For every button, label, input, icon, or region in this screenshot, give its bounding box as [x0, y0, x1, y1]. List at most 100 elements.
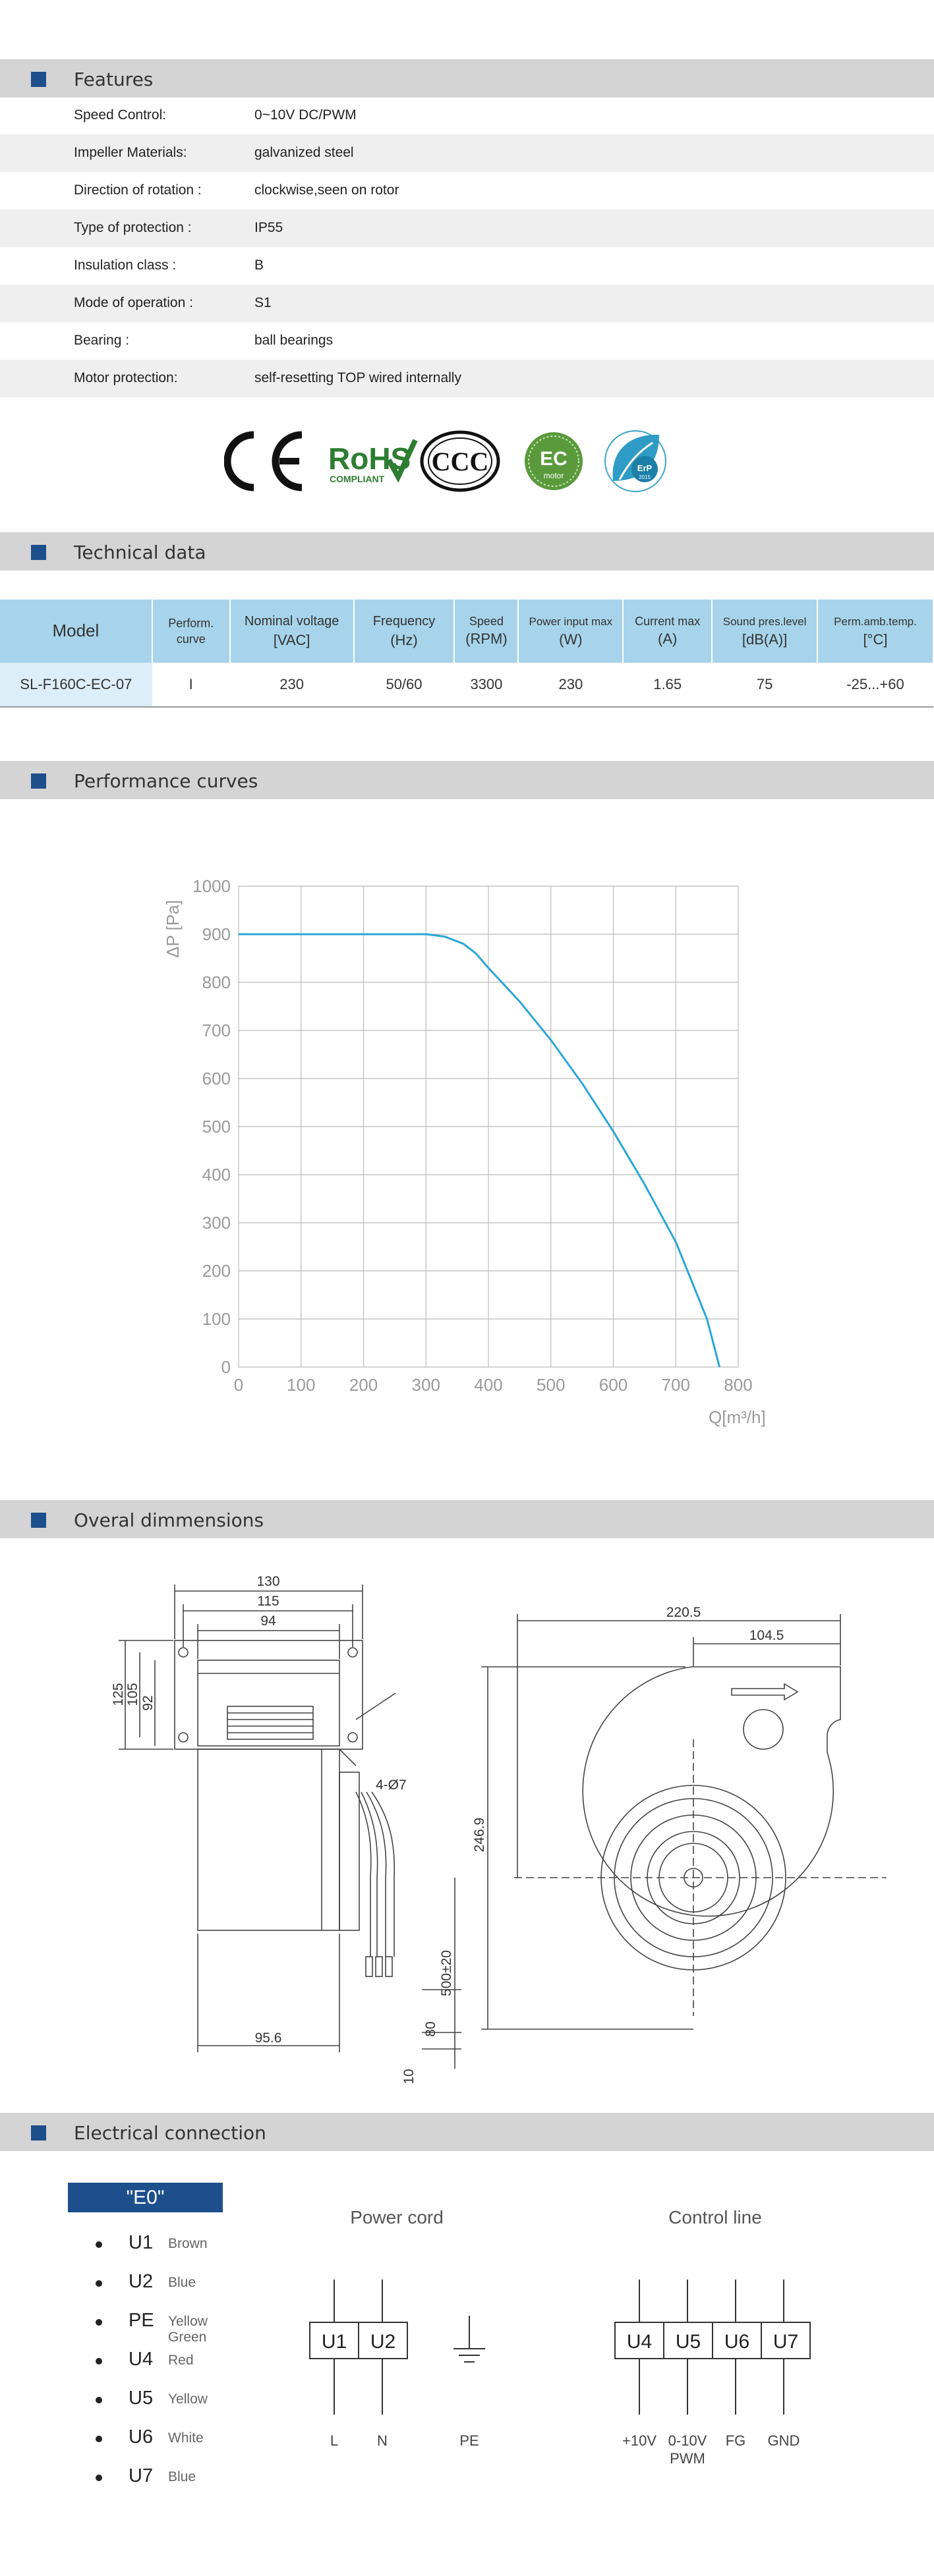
- svg-text:115: 115: [257, 1594, 279, 1609]
- table-header: Speed(RPM): [454, 600, 519, 663]
- chart-grid: [238, 885, 739, 1368]
- wire-label: PE: [459, 2432, 479, 2449]
- technical-header: Technical data: [0, 532, 934, 571]
- feature-key: Insulation class :: [74, 258, 177, 273]
- certification-logos: RoHS COMPLIANT CCC EC motor ErP 2015: [224, 430, 666, 492]
- x-tick-label: 700: [662, 1375, 690, 1395]
- table-cell: I: [152, 663, 230, 708]
- x-tick-label: 300: [412, 1375, 440, 1395]
- x-tick-label: 800: [724, 1375, 752, 1395]
- svg-text:COMPLIANT: COMPLIANT: [330, 474, 385, 484]
- y-tick-label: 600: [202, 1069, 231, 1088]
- svg-text:500±20: 500±20: [439, 1950, 454, 1996]
- svg-text:246.9: 246.9: [472, 1818, 487, 1853]
- feature-key: Direction of rotation :: [74, 182, 202, 198]
- table-cell: 230: [229, 663, 354, 708]
- y-tick-label: 300: [202, 1213, 231, 1233]
- y-tick-label: 800: [202, 972, 231, 992]
- x-tick-label: 200: [349, 1375, 378, 1395]
- y-tick-label: 700: [202, 1021, 231, 1040]
- terminal-label: U1: [322, 2331, 347, 2353]
- svg-text:CCC: CCC: [432, 447, 489, 476]
- section-marker: [31, 1513, 46, 1528]
- svg-text:104.5: 104.5: [749, 1628, 784, 1643]
- technical-data-table: Model Perform.curve Nominal voltage[VAC]…: [0, 600, 934, 708]
- wire-label: +10V: [622, 2432, 657, 2449]
- wire-label: PWM: [670, 2450, 705, 2467]
- feature-key: Speed Control:: [74, 107, 167, 123]
- svg-text:4-Ø7: 4-Ø7: [376, 1778, 407, 1793]
- wire-label: L: [330, 2432, 338, 2449]
- feature-key: Type of protection :: [74, 220, 192, 235]
- section-marker: [31, 2125, 46, 2141]
- y-tick-label: 200: [202, 1261, 231, 1281]
- table-cell: 1.65: [623, 663, 713, 708]
- series-line: [239, 933, 721, 1368]
- table-cell: 50/60: [353, 663, 455, 708]
- feature-value: clockwise,seen on rotor: [254, 182, 399, 198]
- wire-label: GND: [768, 2432, 800, 2449]
- svg-text:105: 105: [125, 1683, 140, 1706]
- table-row: SL-F160C-EC-07 I 230 50/60 3300 230 1.65…: [0, 663, 933, 708]
- table-cell: 3300: [454, 663, 519, 708]
- feature-row: Insulation class : B: [0, 247, 934, 285]
- scroll-housing: [582, 1666, 841, 1917]
- terminal-label: U2: [370, 2331, 395, 2353]
- feature-key: Bearing :: [74, 333, 130, 348]
- motor-housing: [197, 1660, 340, 1747]
- table-header: Current max(A): [623, 600, 713, 663]
- dimensions-header: Overal dimmensions: [0, 1500, 934, 1538]
- control-line-title: Control line: [668, 2207, 762, 2227]
- y-tick-label: 500: [202, 1117, 231, 1136]
- section-title: Features: [74, 69, 154, 90]
- feature-value: B: [254, 258, 264, 273]
- x-tick-label: 500: [537, 1375, 565, 1395]
- y-tick-label: 0: [221, 1357, 231, 1377]
- table-header: Model: [0, 600, 153, 663]
- section-marker: [31, 773, 46, 789]
- y-tick-label: 400: [202, 1165, 231, 1185]
- power-cord-title: Power cord: [350, 2207, 444, 2227]
- terminal-label: U5: [676, 2331, 701, 2353]
- wire-label: N: [377, 2432, 388, 2449]
- x-tick-label: 400: [474, 1375, 502, 1395]
- svg-text:80: 80: [423, 2021, 438, 2036]
- section-title: Performance curves: [74, 770, 258, 792]
- x-tick-label: 600: [599, 1375, 628, 1395]
- feature-key: Motor protection:: [74, 370, 178, 385]
- wire-label: 0-10V: [668, 2432, 707, 2449]
- features-header: Features: [0, 59, 934, 98]
- terminal-label: U7: [773, 2331, 798, 2353]
- table-header: Frequency(Hz): [353, 600, 455, 663]
- feature-row: Direction of rotation : clockwise,seen on…: [0, 172, 934, 210]
- x-tick-label: 100: [287, 1375, 315, 1395]
- table-header: Sound pres.level[dB(A)]: [712, 600, 819, 663]
- x-axis-label: Q[m³/h]: [709, 1407, 766, 1427]
- erp-logo: ErP 2015: [604, 430, 666, 492]
- svg-text:130: 130: [256, 1574, 279, 1589]
- feature-value: 0~10V DC/PWM: [254, 107, 357, 123]
- svg-text:ErP: ErP: [637, 463, 653, 473]
- feature-value: galvanized steel: [254, 145, 354, 160]
- feature-row: Bearing :ball bearings: [0, 322, 934, 360]
- svg-text:motor: motor: [544, 471, 564, 480]
- terminal-label: U6: [724, 2331, 749, 2353]
- terminal-label: U4: [627, 2331, 652, 2353]
- table-header: Perform.curve: [152, 600, 231, 663]
- x-tick-label: 0: [234, 1375, 243, 1395]
- table-header-row: Model Perform.curve Nominal voltage[VAC]…: [0, 600, 934, 663]
- table-cell-model: SL-F160C-EC-07: [0, 663, 152, 708]
- feature-row: Type of protection :IP55: [0, 210, 934, 247]
- feature-row: Motor protection:self-resetting TOP wire…: [0, 360, 934, 397]
- wire-label: FG: [726, 2432, 746, 2449]
- feature-value: S1: [254, 295, 272, 310]
- feature-row: Mode of operation :S1: [0, 285, 934, 322]
- svg-text:94: 94: [260, 1613, 276, 1629]
- svg-text:92: 92: [140, 1695, 156, 1710]
- electrical-header: Electrical connection: [0, 2113, 934, 2151]
- section-title: Electrical connection: [74, 2122, 266, 2144]
- y-tick-label: 1000: [192, 876, 231, 896]
- table-header: Power input max(W): [518, 600, 624, 663]
- feature-row: Impeller Materials:galvanized steel: [0, 134, 934, 172]
